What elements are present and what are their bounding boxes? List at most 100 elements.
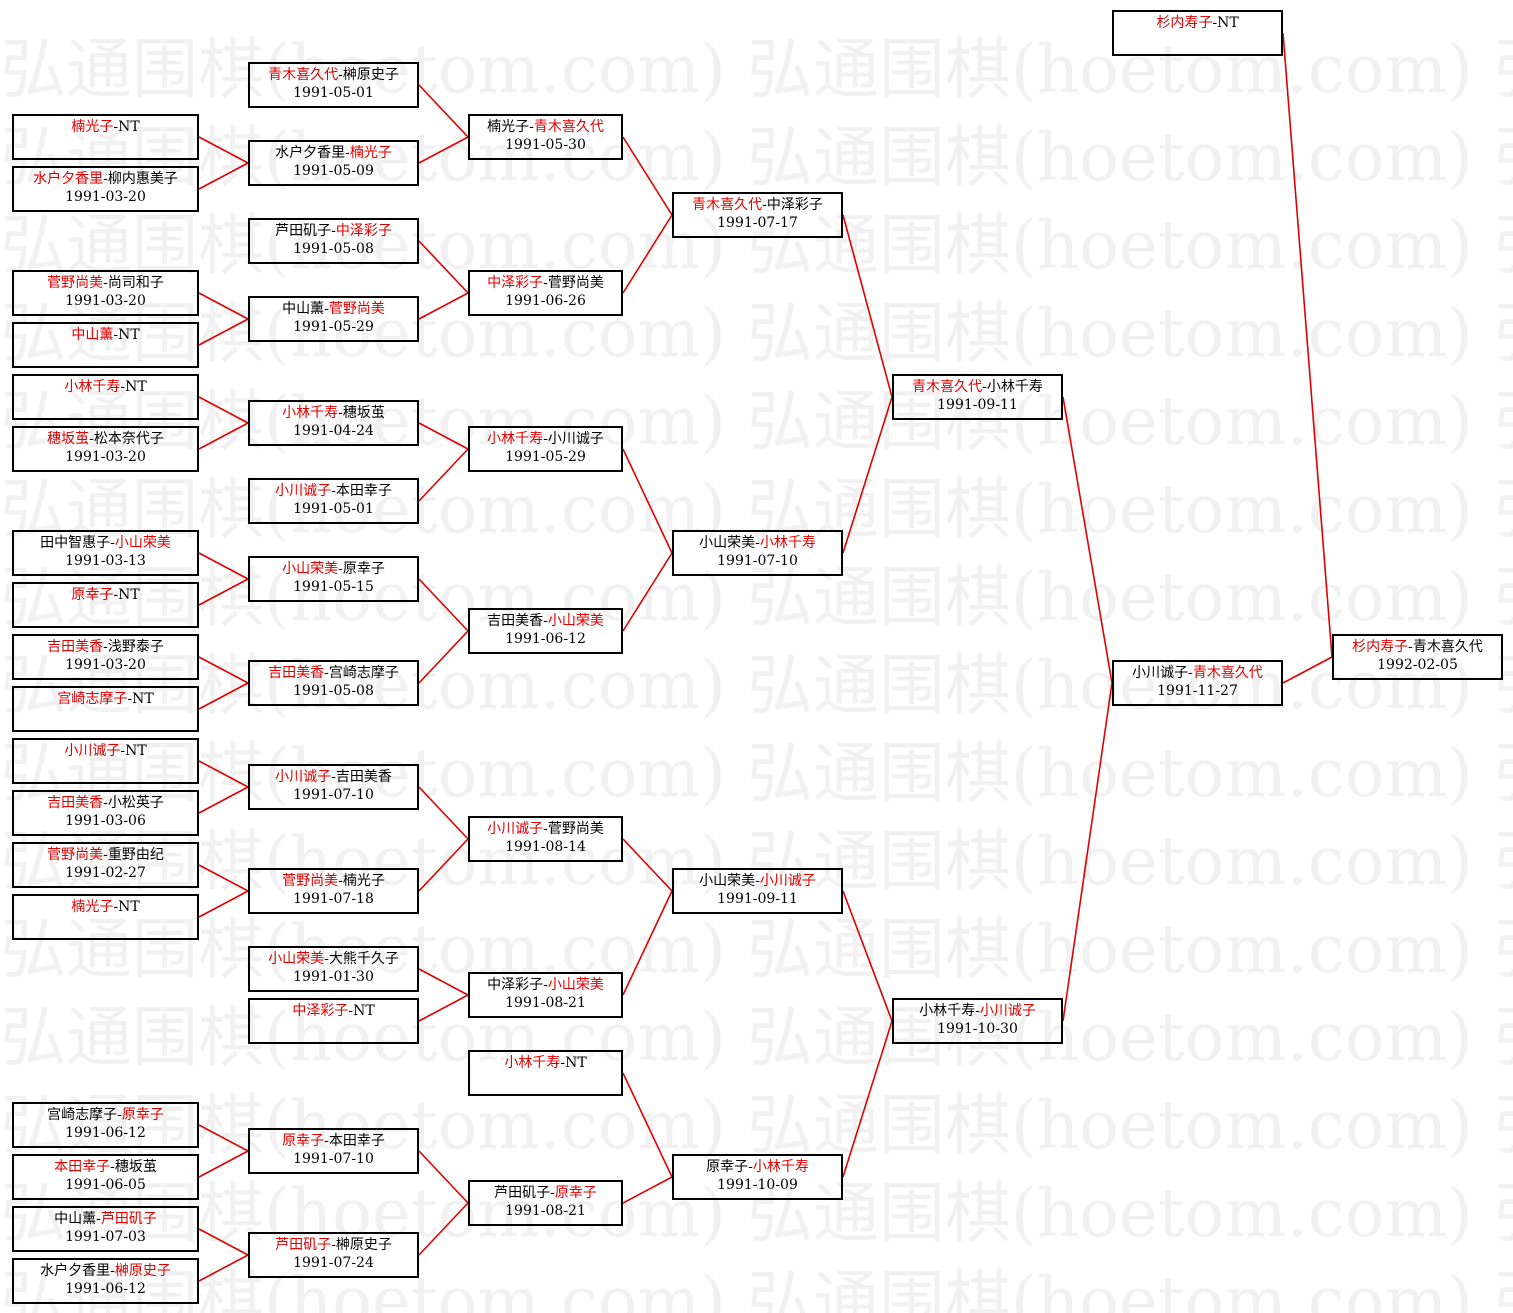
connector-line xyxy=(198,552,249,580)
separator: - xyxy=(103,847,108,863)
player-2-name: 青木喜久代 xyxy=(1412,639,1483,655)
connector-line xyxy=(198,682,249,710)
match-date: 1991-10-09 xyxy=(717,1177,798,1193)
match-players: 原幸子-本田幸子 xyxy=(250,1132,417,1150)
player-2-name: 松本奈代子 xyxy=(93,431,164,447)
player-1-name: 菅野尚美 xyxy=(47,275,104,291)
connector-line xyxy=(418,292,469,320)
player-2-name: NT xyxy=(118,899,140,915)
separator: - xyxy=(324,665,329,681)
match-date: 1991-09-11 xyxy=(717,891,798,907)
connector-line xyxy=(198,864,249,892)
connector-line xyxy=(418,994,469,1022)
player-2-name: 本田幸子 xyxy=(328,1133,385,1149)
connector-line xyxy=(198,422,249,450)
player-1-name: 中泽彩子 xyxy=(487,275,544,291)
match-players: 吉田美香-浅野泰子 xyxy=(14,638,197,656)
player-2-name: 原幸子 xyxy=(554,1185,597,1201)
player-2-name: 重野由纪 xyxy=(107,847,164,863)
player-1-name: 水户夕香里 xyxy=(33,171,104,187)
match-date: 1991-07-03 xyxy=(65,1229,146,1245)
match-date: 1991-05-15 xyxy=(293,579,374,595)
player-2-name: NT xyxy=(565,1055,587,1071)
connector-line xyxy=(198,162,249,190)
player-2-name: 穗坂茧 xyxy=(114,1159,157,1175)
separator: - xyxy=(338,405,343,421)
match-players: 本田幸子-穗坂茧 xyxy=(14,1158,197,1176)
player-1-name: 芦田矶子 xyxy=(494,1185,551,1201)
separator: - xyxy=(762,197,767,213)
match-date: 1991-11-27 xyxy=(1157,683,1238,699)
player-1-name: 原幸子 xyxy=(282,1133,325,1149)
match-date: 1991-05-01 xyxy=(293,85,374,101)
player-2-name: 本田幸子 xyxy=(335,483,392,499)
connector-line xyxy=(198,578,249,606)
match-players: 芦田矶子-原幸子 xyxy=(470,1184,621,1202)
match-box: 小林千寿-NT xyxy=(12,374,199,420)
watermark-text: 弘通围棋(hoetom.com) 弘通围棋(hoetom.com) 弘通围棋(h… xyxy=(0,559,1513,636)
separator: - xyxy=(1212,15,1218,31)
match-players: 青木喜久代-小林千寿 xyxy=(894,378,1061,396)
player-2-name: NT xyxy=(118,119,140,135)
player-1-name: 小川诚子 xyxy=(275,483,332,499)
player-1-name: 芦田矶子 xyxy=(275,1237,332,1253)
match-box: 楠光子-NT xyxy=(12,114,199,160)
connector-line xyxy=(622,214,673,294)
match-players: 穗坂茧-松本奈代子 xyxy=(14,430,197,448)
player-1-name: 水户夕香里 xyxy=(40,1263,111,1279)
match-players: 小林千寿-小川诚子 xyxy=(470,430,621,448)
player-2-name: 小山荣美 xyxy=(114,535,171,551)
match-date: 1991-03-20 xyxy=(65,657,146,673)
match-date: 1991-07-10 xyxy=(293,787,374,803)
match-players: 田中智惠子-小山荣美 xyxy=(14,534,197,552)
match-players: 中山薰-菅野尚美 xyxy=(250,300,417,318)
separator: - xyxy=(1408,639,1413,655)
connector-line xyxy=(198,136,249,164)
connector-line xyxy=(622,838,673,892)
watermark-text: 弘通围棋(hoetom.com) 弘通围棋(hoetom.com) 弘通围棋(h… xyxy=(0,823,1513,900)
match-players: 青木喜久代-榊原史子 xyxy=(250,66,417,84)
connector-line xyxy=(1282,32,1333,658)
player-2-name: NT xyxy=(132,691,154,707)
player-1-name: 菅野尚美 xyxy=(282,873,339,889)
separator: - xyxy=(110,1263,115,1279)
player-1-name: 中山薰 xyxy=(54,1211,97,1227)
match-date: 1991-05-30 xyxy=(505,137,586,153)
connector-line xyxy=(198,396,249,424)
player-2-name: 大熊千久子 xyxy=(328,951,399,967)
player-1-name: 宫崎志摩子 xyxy=(47,1107,118,1123)
separator: - xyxy=(975,1003,980,1019)
match-players: 吉田美香-小松英子 xyxy=(14,794,197,812)
connector-line xyxy=(622,448,673,554)
match-players: 小山荣美-小川诚子 xyxy=(674,872,841,890)
player-1-name: 小山荣美 xyxy=(699,873,756,889)
connector-line xyxy=(418,968,469,996)
player-1-name: 杉内寿子 xyxy=(1156,15,1213,31)
watermark-text: 弘通围棋(hoetom.com) 弘通围棋(hoetom.com) 弘通围棋(h… xyxy=(0,1263,1513,1313)
match-box: 杉内寿子-NT xyxy=(1112,10,1283,56)
player-1-name: 小川诚子 xyxy=(64,743,121,759)
match-date: 1991-05-29 xyxy=(505,449,586,465)
connector-line xyxy=(198,656,249,684)
player-1-name: 杉内寿子 xyxy=(1352,639,1409,655)
match-date: 1991-06-12 xyxy=(505,631,586,647)
player-2-name: 小林千寿 xyxy=(752,1159,809,1175)
match-players: 菅野尚美-尚司和子 xyxy=(14,274,197,292)
player-1-name: 菅野尚美 xyxy=(47,847,104,863)
player-2-name: 吉田美香 xyxy=(335,769,392,785)
match-players: 水户夕香里-榊原史子 xyxy=(14,1262,197,1280)
